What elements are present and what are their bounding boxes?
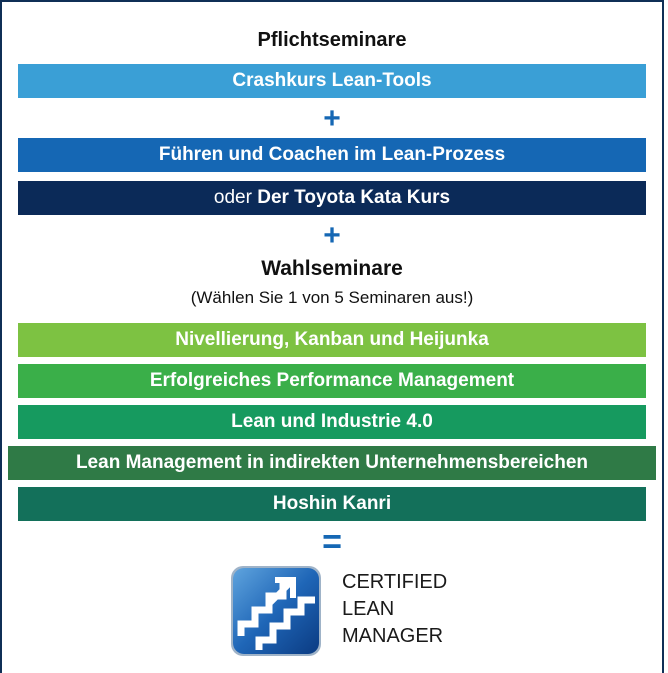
- cert-line-3: MANAGER: [342, 625, 444, 647]
- seminar-crashkurs-lean-tools: Crashkurs Lean-Tools: [18, 64, 646, 98]
- seminar-fuehren-und-coachen: Führen und Coachen im Lean-Prozess: [18, 138, 646, 172]
- elective-industrie-4-0: Lean und Industrie 4.0: [18, 405, 646, 439]
- seminar-toyota-kata: oder Der Toyota Kata Kurs: [18, 181, 646, 215]
- plus-sign: +: [323, 102, 341, 135]
- alt-prefix-text: oder: [213, 187, 252, 208]
- elective-performance-management: Erfolgreiches Performance Management: [18, 364, 646, 398]
- certified-lean-manager-label: CERTIFIED LEAN MANAGER: [342, 569, 447, 650]
- mandatory-seminars-title: Pflichtseminare: [257, 29, 407, 51]
- elective-nivellierung: Nivellierung, Kanban und Heijunka: [18, 323, 646, 357]
- elective-indirekte-bereiche: Lean Management in indirekten Unternehme…: [8, 446, 656, 480]
- plus-sign: +: [323, 219, 341, 252]
- elective-seminars-title: Wahlseminare: [261, 257, 403, 280]
- equals-sign: =: [322, 523, 342, 561]
- elective-instruction-note: (Wählen Sie 1 von 5 Seminaren aus!): [190, 288, 474, 307]
- cert-line-2: LEAN: [342, 598, 395, 620]
- cert-line-1: CERTIFIED: [342, 571, 448, 593]
- stairs-arrow-icon: [231, 566, 321, 656]
- toyota-kata-label: Der Toyota Kata Kurs: [257, 187, 451, 208]
- elective-hoshin-kanri: Hoshin Kanri: [18, 487, 646, 521]
